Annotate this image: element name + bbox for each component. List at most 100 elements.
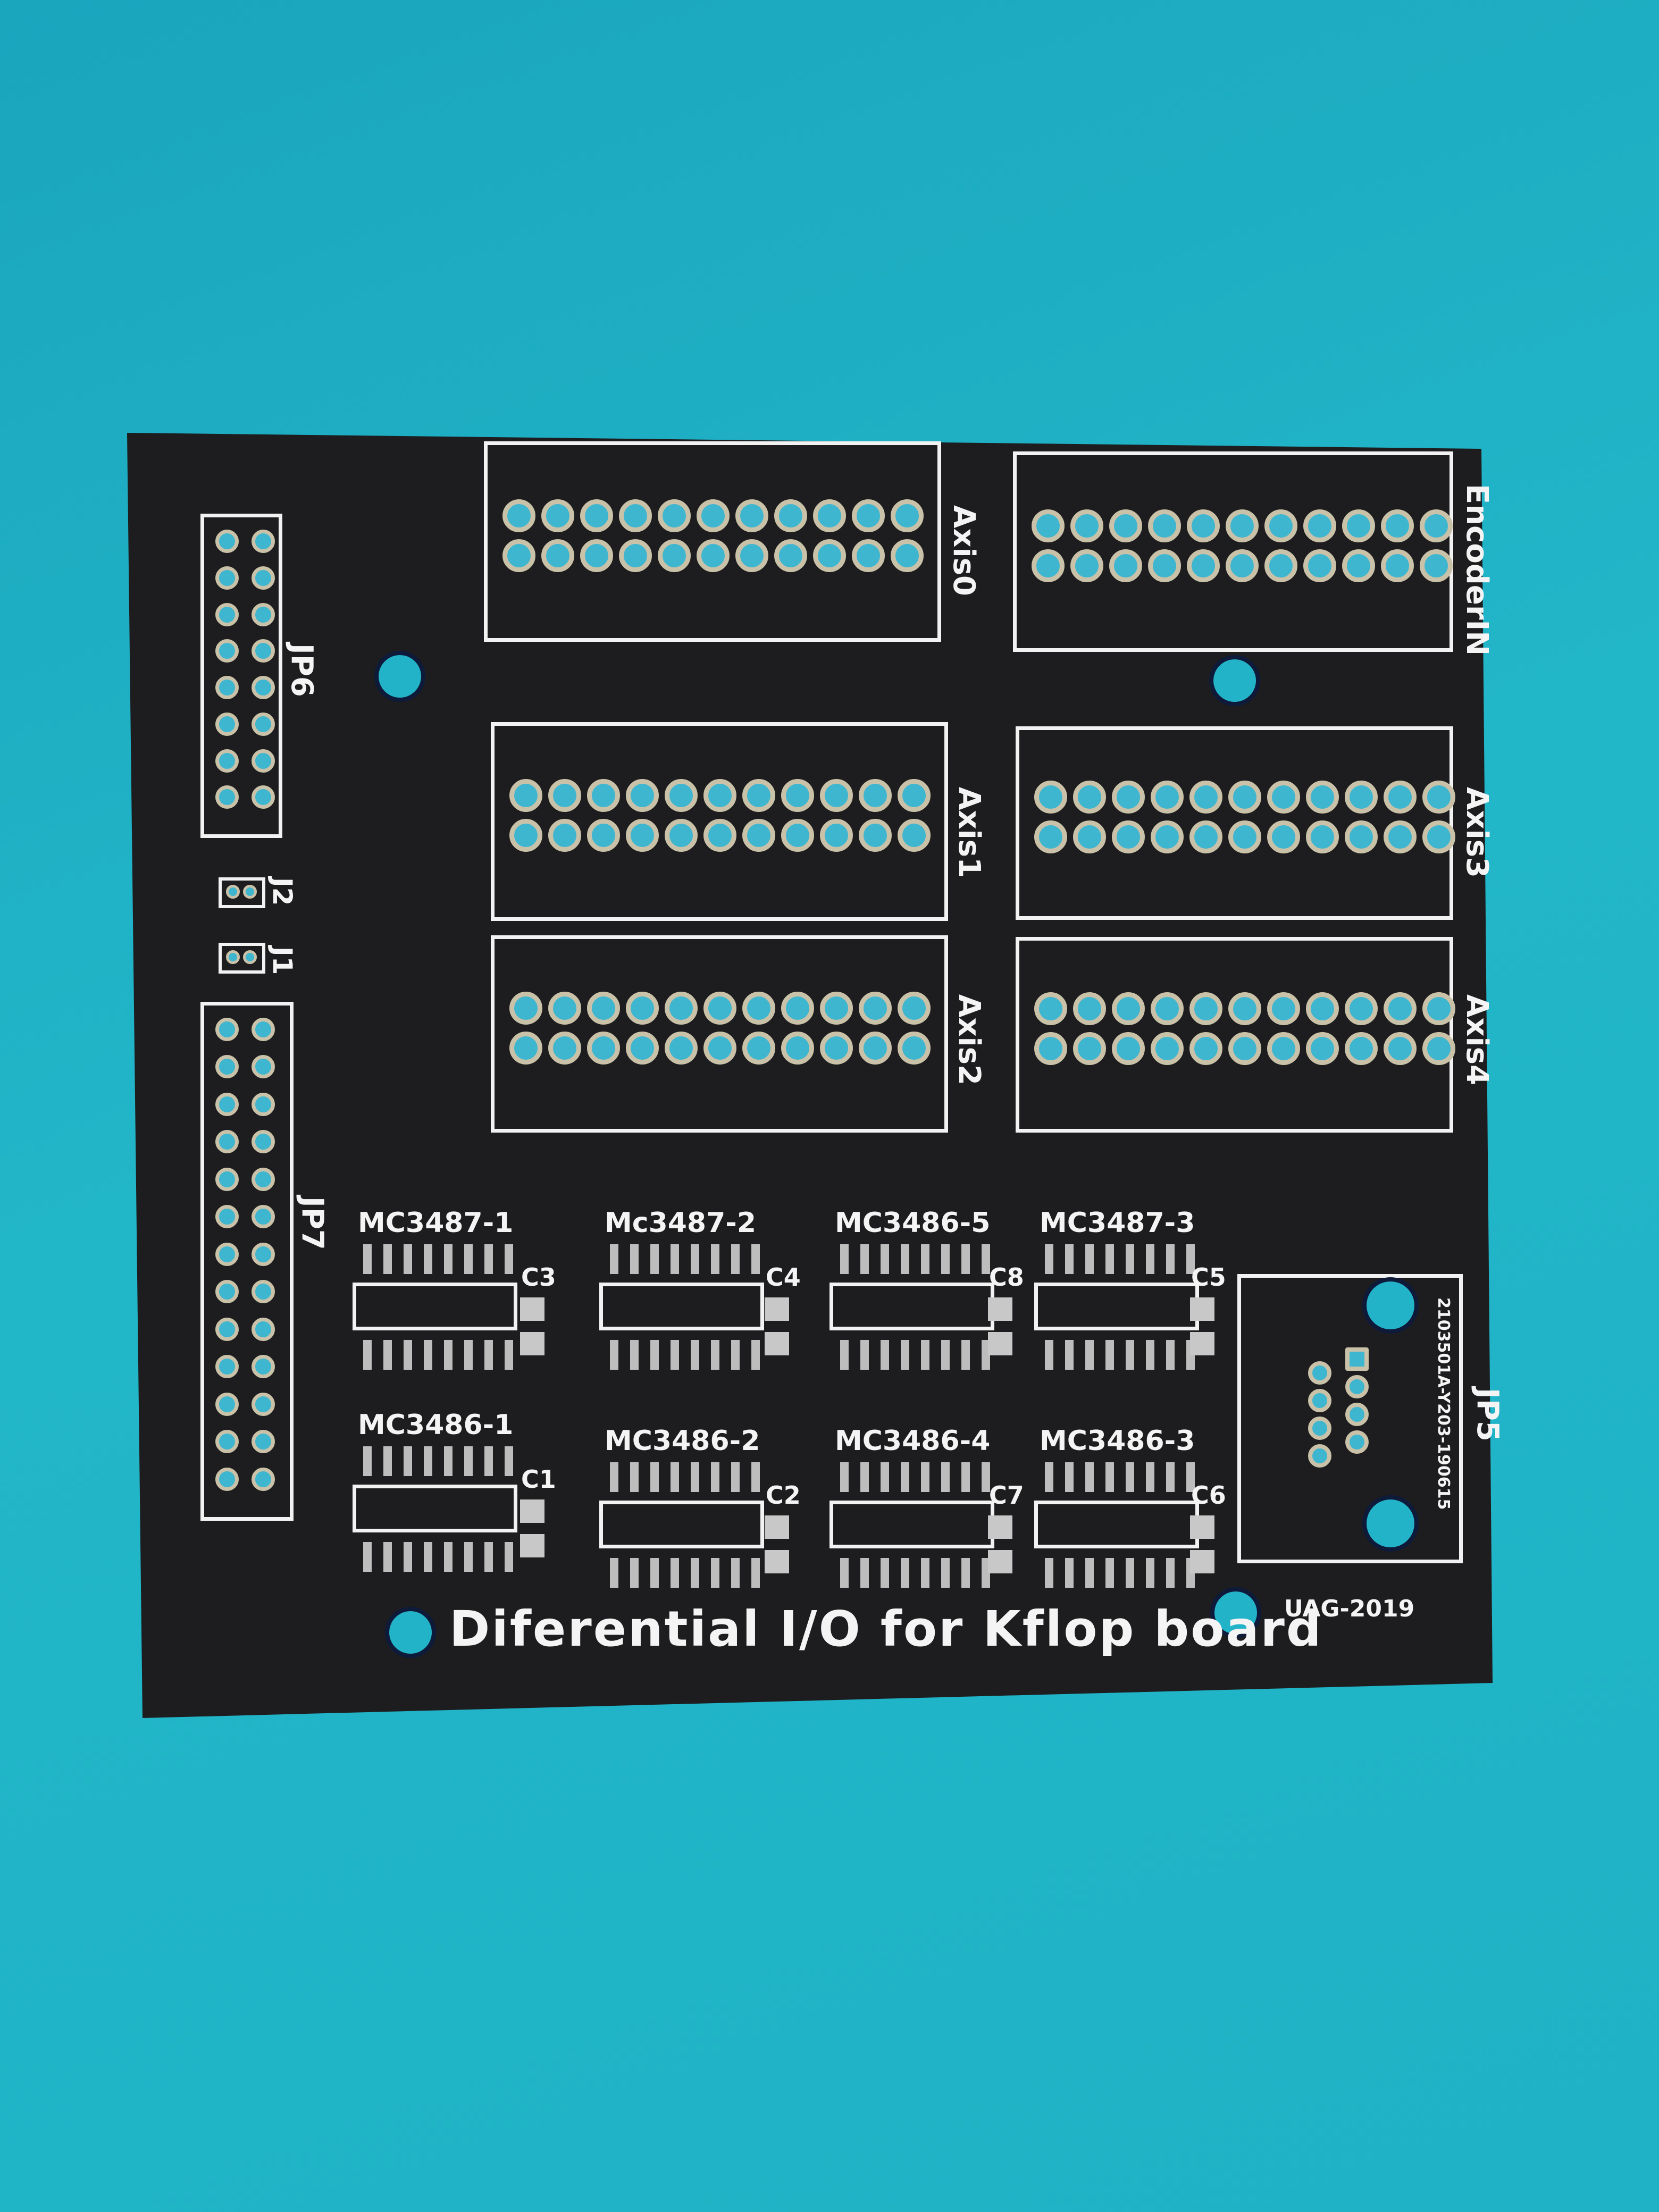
mounting-hole: [1213, 659, 1256, 702]
chip-pin: [1085, 1340, 1094, 1370]
header-pin: [898, 991, 931, 1025]
chip-pin: [691, 1462, 699, 1492]
axis0-label: Axis0: [946, 505, 981, 596]
header-pin: [813, 539, 846, 572]
chip-label: MC3486-3: [1040, 1425, 1195, 1457]
header-pin: [252, 1092, 275, 1116]
chip-pin: [404, 1340, 412, 1370]
chip-pin: [1186, 1462, 1195, 1492]
chip-pin: [404, 1244, 412, 1274]
header-pin: [626, 819, 659, 852]
jumper-pin: [243, 885, 257, 899]
chip-pin: [484, 1244, 493, 1274]
header-pin: [1306, 992, 1339, 1025]
header-pin: [1264, 509, 1297, 542]
chip-pin: [1085, 1462, 1094, 1492]
header-pin: [1112, 992, 1145, 1025]
header-pin: [502, 499, 535, 532]
mounting-hole: [1367, 1281, 1414, 1329]
header-pin: [252, 712, 275, 736]
chip-pin: [424, 1340, 432, 1370]
capacitor-pad: [520, 1534, 544, 1557]
header-pin: [665, 819, 698, 852]
chip-pin: [383, 1446, 392, 1476]
header-pin: [626, 991, 659, 1025]
header-pin: [1345, 1032, 1378, 1065]
header-pin: [1267, 781, 1300, 814]
chip-pin: [961, 1462, 970, 1492]
header-pin: [898, 1031, 931, 1065]
header-pin: [859, 819, 892, 852]
header-pin: [1032, 549, 1065, 582]
chip-pin: [363, 1244, 372, 1274]
header-pin: [215, 712, 239, 736]
header-pin: [1187, 509, 1220, 542]
header-pin: [215, 1018, 239, 1041]
chip-pin: [444, 1542, 453, 1572]
header-pin: [1148, 549, 1181, 582]
header-pin: [1189, 992, 1222, 1025]
capacitor-pad: [1190, 1332, 1214, 1355]
chip-pin: [505, 1542, 513, 1572]
header-pin: [626, 779, 659, 812]
jp5-connector-outline: [1237, 1274, 1463, 1563]
capacitor-label: C3: [521, 1263, 556, 1292]
header-outline: [1016, 937, 1453, 1133]
header-pin: [252, 1205, 275, 1229]
header-pin: [548, 991, 581, 1025]
header-pin: [215, 1467, 239, 1491]
header-pin: [1151, 781, 1184, 814]
chip-outline: [599, 1283, 764, 1330]
header-pin: [215, 566, 239, 590]
jp6-label: JP6: [284, 643, 319, 697]
chip-pin: [1166, 1340, 1175, 1370]
jp7-label: JP7: [295, 1196, 330, 1250]
header-pin: [1109, 509, 1142, 542]
header-pin: [1306, 820, 1339, 853]
db9-pin: [1345, 1375, 1369, 1398]
header-pin: [1151, 820, 1184, 853]
mounting-hole: [379, 655, 421, 698]
header-pin: [626, 1031, 659, 1065]
header-pin: [1109, 549, 1142, 582]
header-pin: [1073, 781, 1106, 814]
chip-pin: [921, 1244, 929, 1274]
j1-label: J1: [267, 946, 298, 975]
header-pin: [1264, 549, 1297, 582]
header-pin: [781, 1031, 814, 1065]
header-pin: [548, 819, 581, 852]
header-pin: [215, 785, 239, 809]
chip-pin: [404, 1542, 412, 1572]
chip-pin: [505, 1446, 513, 1476]
header-pin: [1228, 1032, 1261, 1065]
header-pin: [1226, 509, 1259, 542]
chip-pin: [1045, 1462, 1053, 1492]
header-pin: [1267, 992, 1300, 1025]
header-outline: [491, 722, 948, 921]
chip-pin: [1146, 1340, 1154, 1370]
header-outline: [491, 935, 948, 1133]
chip-pin: [610, 1244, 618, 1274]
chip-pin: [731, 1340, 740, 1370]
header-pin: [742, 1031, 775, 1065]
header-pin: [703, 819, 736, 852]
header-pin: [665, 991, 698, 1025]
header-pin: [1422, 1032, 1455, 1065]
chip-pin: [860, 1462, 869, 1492]
chip-pin: [711, 1558, 719, 1588]
chip-pin: [840, 1244, 849, 1274]
header-pin: [541, 539, 574, 572]
header-pin: [1112, 820, 1145, 853]
header-pin: [1228, 781, 1261, 814]
db9-pin: [1308, 1389, 1331, 1412]
chip-pin: [671, 1340, 679, 1370]
chip-outline: [1034, 1501, 1199, 1548]
chip-pin: [363, 1340, 372, 1370]
chip-pin: [1166, 1462, 1175, 1492]
header-pin: [859, 779, 892, 812]
header-pin: [1381, 509, 1414, 542]
header-outline: [484, 441, 941, 642]
chip-pin: [731, 1558, 740, 1588]
header-pin: [1422, 820, 1455, 853]
header-pin: [215, 749, 239, 773]
